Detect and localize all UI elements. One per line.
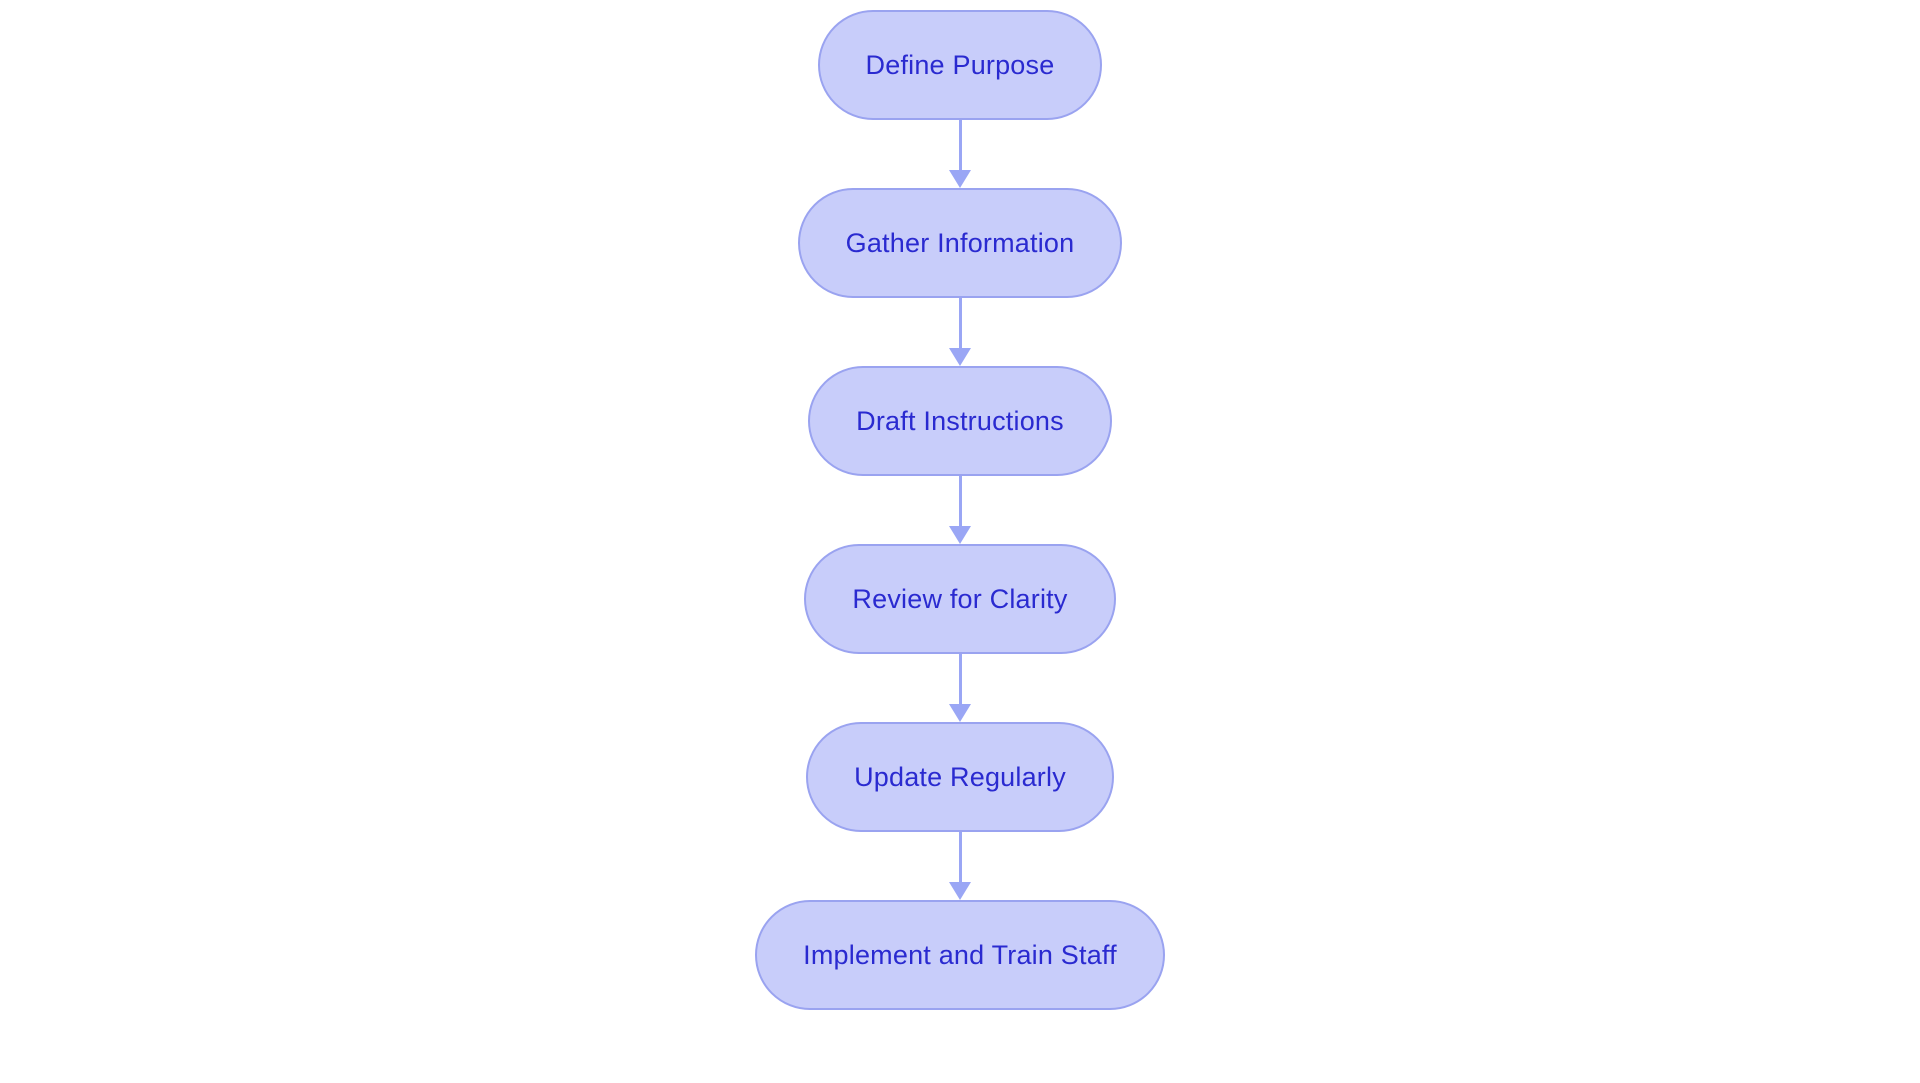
flow-node-draft-instructions[interactable]: Draft Instructions [808,366,1112,476]
arrow-head-down-icon [949,170,971,188]
arrow-stem [958,832,962,883]
flow-node-review-for-clarity[interactable]: Review for Clarity [804,544,1116,654]
arrow-head-down-icon [949,704,971,722]
arrow-head-down-icon [949,348,971,366]
arrow-stem [958,298,962,349]
flow-node-update-regularly[interactable]: Update Regularly [806,722,1114,832]
arrow-head-down-icon [949,526,971,544]
flow-node-define-purpose[interactable]: Define Purpose [817,10,1103,120]
flow-node-label: Update Regularly [854,761,1066,792]
flow-arrow-1-to-2 [940,120,980,188]
flow-arrow-4-to-5 [940,654,980,722]
flow-node-label: Implement and Train Staff [803,939,1117,970]
flow-arrow-3-to-4 [940,476,980,544]
flow-arrow-2-to-3 [940,298,980,366]
flow-node-label: Define Purpose [865,49,1055,80]
flow-arrow-5-to-6 [940,832,980,900]
arrow-stem [958,654,962,705]
arrow-head-down-icon [949,882,971,900]
flow-node-label: Draft Instructions [856,405,1064,436]
flow-node-implement-and-train-staff[interactable]: Implement and Train Staff [755,900,1165,1010]
flow-node-gather-information[interactable]: Gather Information [797,188,1123,298]
flow-node-label: Review for Clarity [852,583,1068,614]
arrow-stem [958,476,962,527]
flow-node-label: Gather Information [845,227,1075,258]
arrow-stem [958,120,962,171]
